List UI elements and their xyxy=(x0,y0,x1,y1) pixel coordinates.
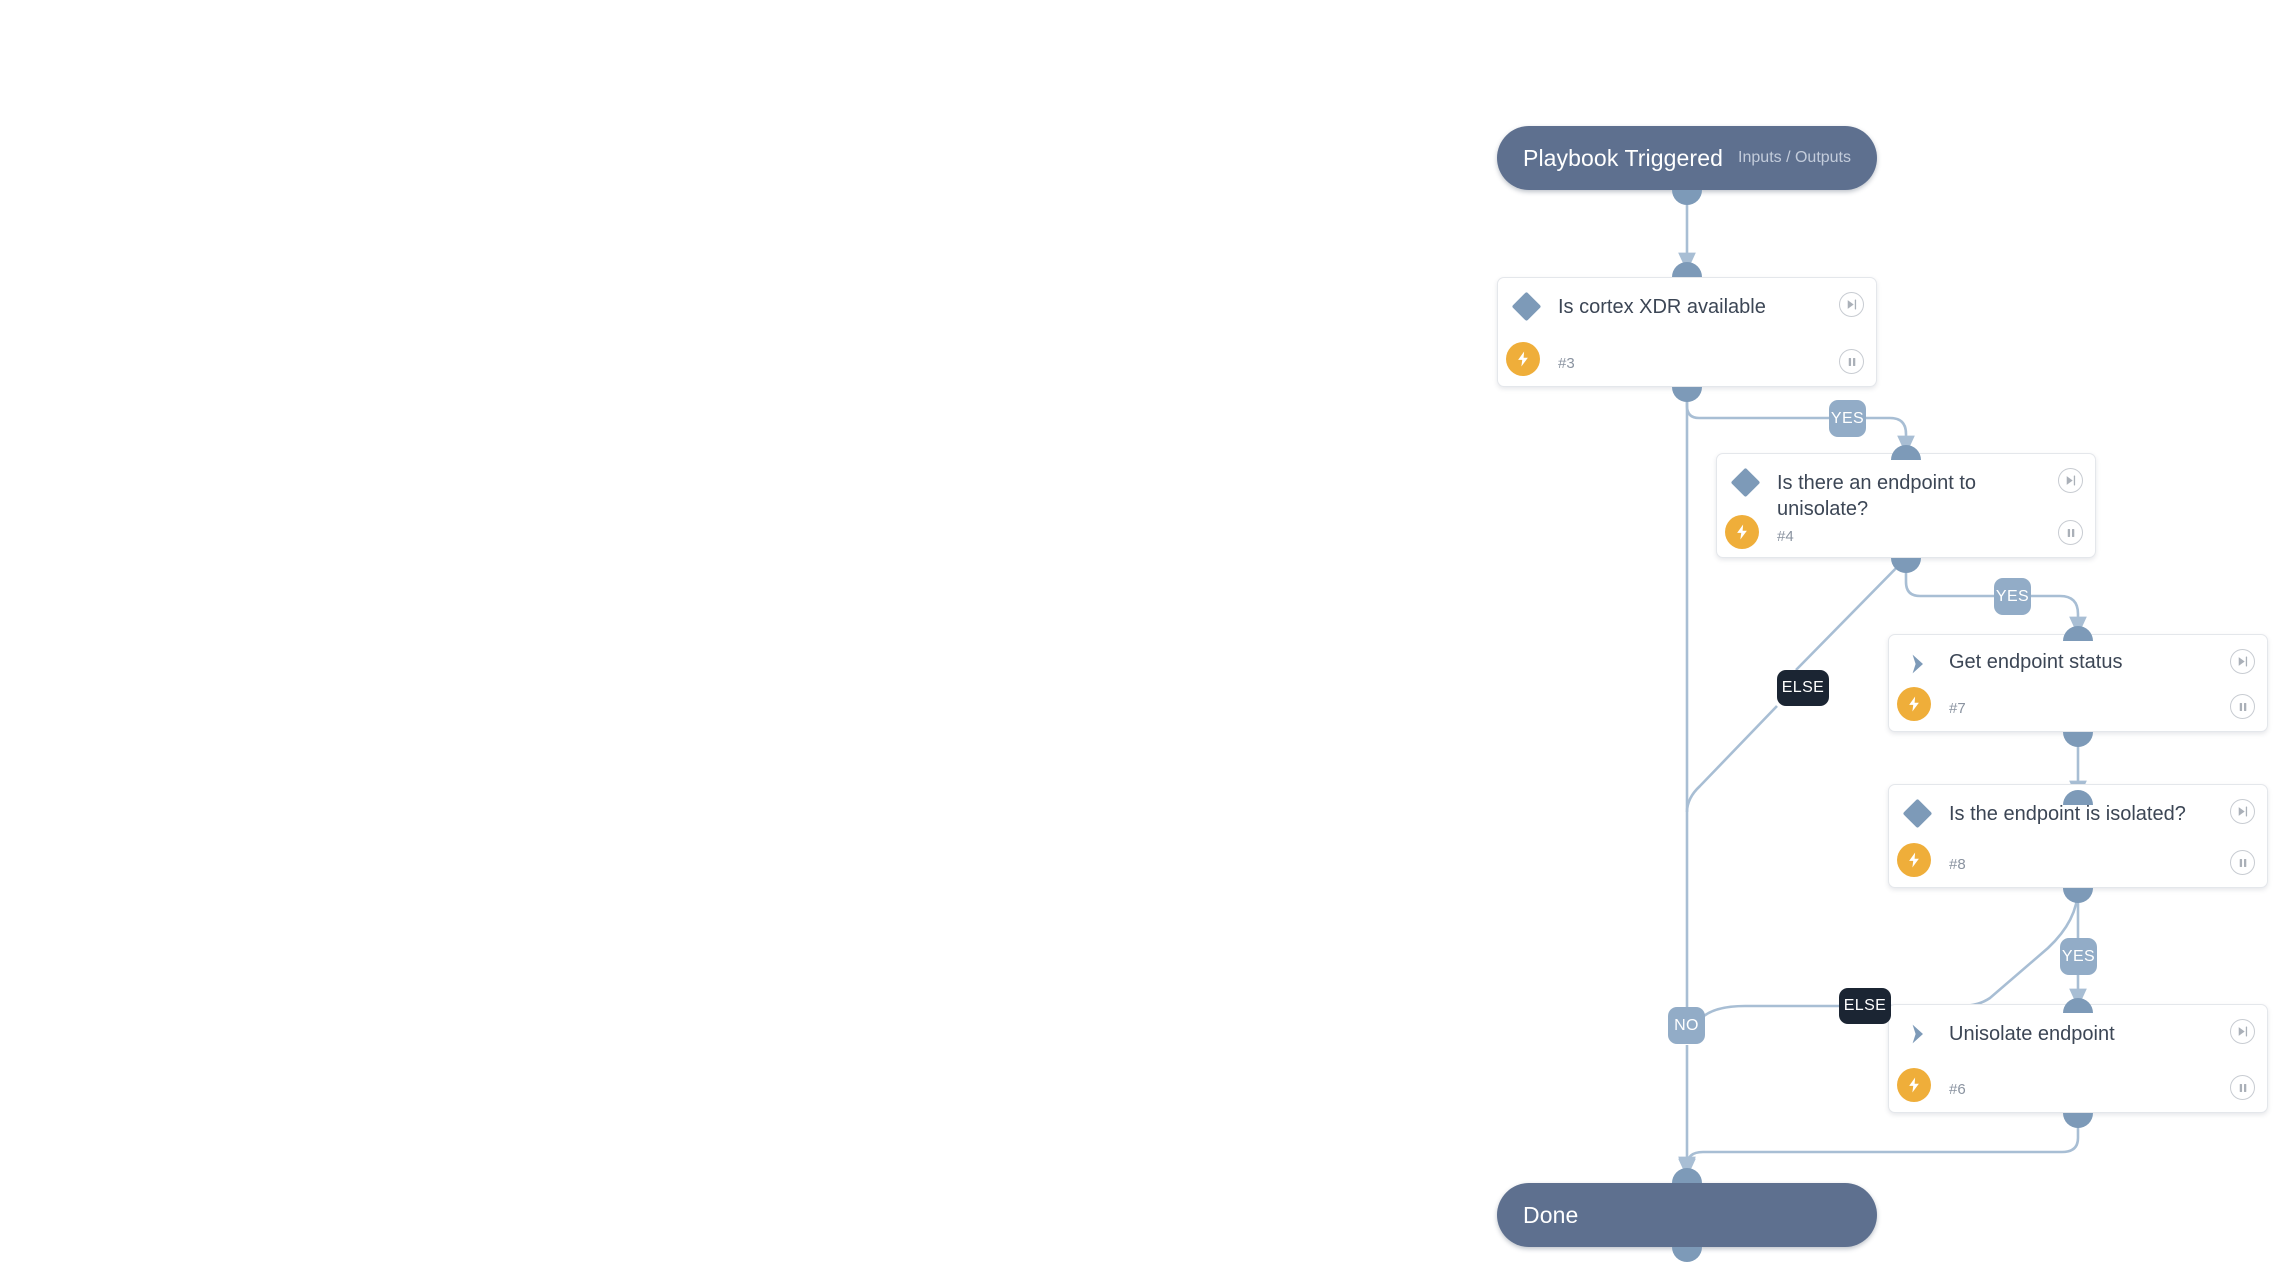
lightning-bolt-icon xyxy=(1897,687,1931,721)
end-node[interactable]: Done xyxy=(1497,1183,1877,1247)
connector-out-task-8 xyxy=(2063,888,2093,903)
pause-icon[interactable] xyxy=(2230,694,2255,719)
edge-label-yes-3[interactable]: YES xyxy=(2060,938,2097,975)
pause-icon[interactable] xyxy=(1839,349,1864,374)
task-card-4-title: Is there an endpoint to unisolate? xyxy=(1777,472,1977,520)
task-card-7-number: #7 xyxy=(1949,700,1966,717)
edge-label-else-1[interactable]: ELSE xyxy=(1777,670,1829,706)
task-card-7-title: Get endpoint status xyxy=(1949,651,2123,673)
task-card-8-title: Is the endpoint is isolated? xyxy=(1949,803,2186,825)
task-card-6[interactable]: Unisolate endpoint #6 xyxy=(1888,1004,2268,1113)
connector-out-task-6 xyxy=(2063,1113,2093,1128)
pause-icon[interactable] xyxy=(2058,520,2083,545)
diamond-icon xyxy=(1511,291,1542,322)
task-card-3-title: Is cortex XDR available xyxy=(1558,296,1766,318)
diamond-icon xyxy=(1730,467,1761,498)
lightning-bolt-icon xyxy=(1725,515,1759,549)
connector-out-task-3 xyxy=(1672,387,1702,402)
diamond-icon xyxy=(1902,798,1933,829)
end-node-title: Done xyxy=(1523,1201,1579,1228)
task-card-4[interactable]: Is there an endpoint to unisolate? #4 xyxy=(1716,453,2096,558)
start-node[interactable]: Playbook Triggered Inputs / Outputs xyxy=(1497,126,1877,190)
chevron-icon xyxy=(1905,651,1931,677)
task-card-6-number: #6 xyxy=(1949,1081,1966,1098)
lightning-bolt-icon xyxy=(1897,1068,1931,1102)
edge-label-yes-2[interactable]: YES xyxy=(1994,578,2031,615)
connector-in-end xyxy=(1672,1168,1702,1183)
pause-icon[interactable] xyxy=(2230,1075,2255,1100)
edge-label-yes-1[interactable]: YES xyxy=(1829,400,1866,437)
connector-out-task-4 xyxy=(1891,558,1921,573)
edge-label-no-1[interactable]: NO xyxy=(1668,1007,1705,1044)
connector-in-task-4 xyxy=(1891,445,1921,460)
connector-out-end xyxy=(1672,1247,1702,1262)
lightning-bolt-icon xyxy=(1506,342,1540,376)
connector-out-task-7 xyxy=(2063,732,2093,747)
connector-in-task-7 xyxy=(2063,626,2093,641)
skip-forward-icon[interactable] xyxy=(2058,468,2083,493)
skip-forward-icon[interactable] xyxy=(2230,1019,2255,1044)
pause-icon[interactable] xyxy=(2230,850,2255,875)
start-node-title: Playbook Triggered xyxy=(1523,144,1723,171)
skip-forward-icon[interactable] xyxy=(1839,292,1864,317)
task-card-3[interactable]: Is cortex XDR available #3 xyxy=(1497,277,1877,387)
task-card-7[interactable]: Get endpoint status #7 xyxy=(1888,634,2268,732)
task-card-8[interactable]: Is the endpoint is isolated? #8 xyxy=(1888,784,2268,888)
connector-out-start xyxy=(1672,190,1702,205)
skip-forward-icon[interactable] xyxy=(2230,649,2255,674)
start-node-inputs-outputs[interactable]: Inputs / Outputs xyxy=(1738,149,1851,166)
task-card-8-number: #8 xyxy=(1949,856,1966,873)
connector-in-task-3 xyxy=(1672,262,1702,277)
connector-in-task-6 xyxy=(2063,998,2093,1013)
lightning-bolt-icon xyxy=(1897,843,1931,877)
skip-forward-icon[interactable] xyxy=(2230,799,2255,824)
task-card-3-number: #3 xyxy=(1558,355,1575,372)
chevron-icon xyxy=(1905,1021,1931,1047)
task-card-4-number: #4 xyxy=(1777,528,1794,545)
edge-label-else-2[interactable]: ELSE xyxy=(1839,988,1891,1024)
task-card-6-title: Unisolate endpoint xyxy=(1949,1023,2115,1045)
